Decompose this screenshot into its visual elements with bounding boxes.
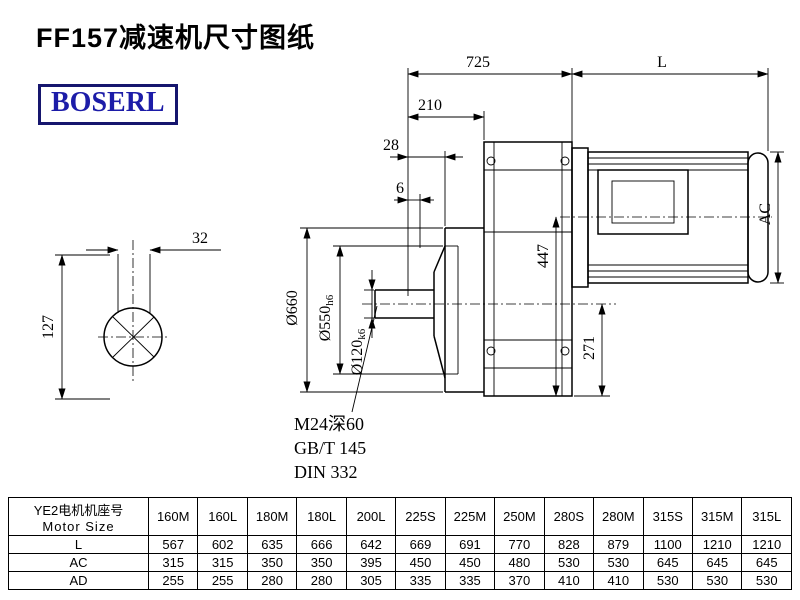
table-row-AD: AD 255 255 280 280 305 335 335 370 410 4… [8, 571, 792, 590]
column-header: 225M [444, 497, 496, 536]
table-header-en: Motor Size [42, 518, 115, 534]
table-cell: 480 [494, 553, 545, 572]
table-cell: 770 [494, 535, 545, 554]
table-corner-cell: YE2电机机座号 Motor Size [8, 497, 149, 536]
column-header: 315S [642, 497, 693, 536]
table-cell: 645 [642, 553, 693, 572]
dimensions: 725 L 210 28 6 AC 447 [284, 54, 784, 482]
tap-hole-note: M24深60 [294, 414, 364, 434]
table-cell: 305 [345, 571, 397, 590]
table-cell: 530 [691, 571, 743, 590]
row-label: AC [8, 553, 149, 572]
column-header: 250M [494, 497, 545, 536]
dim-6: 6 [396, 180, 404, 197]
table-cell: 450 [395, 553, 446, 572]
column-header: 180L [296, 497, 347, 536]
table-cell: 567 [147, 535, 199, 554]
dim-L: L [657, 54, 667, 71]
table-cell: 602 [197, 535, 248, 554]
dim-shaft-dia: Ø120k6 [349, 328, 368, 375]
page-title: FF157减速机尺寸图纸 [36, 23, 316, 53]
column-header: 315M [691, 497, 743, 536]
dim-127: 127 [40, 315, 57, 339]
table-cell: 635 [246, 535, 298, 554]
table-cell: 691 [444, 535, 496, 554]
table-cell: 666 [296, 535, 347, 554]
table-row-AC: AC 315 315 350 350 395 450 450 480 530 5… [8, 553, 792, 572]
column-header: 280M [593, 497, 644, 536]
boserl-logo: BOSERL [38, 84, 178, 125]
table-cell: 645 [741, 553, 792, 572]
dim-271: 271 [581, 336, 598, 360]
table-cell: 828 [543, 535, 595, 554]
table-cell: 280 [296, 571, 347, 590]
dim-32: 32 [192, 230, 208, 247]
table-cell: 335 [395, 571, 446, 590]
column-header: 180M [246, 497, 298, 536]
table-cell: 530 [593, 553, 644, 572]
dim-447: 447 [535, 244, 552, 268]
dim-725: 725 [466, 54, 490, 71]
table-cell: 530 [543, 553, 595, 572]
table-header-row: YE2电机机座号 Motor Size 160M 160L 180M 180L … [8, 497, 792, 536]
table-cell: 255 [197, 571, 248, 590]
dim-flange-od: Ø660 [284, 290, 301, 326]
dim-210: 210 [418, 97, 442, 114]
standard-din: DIN 332 [294, 462, 358, 482]
motor-size-table: YE2电机机座号 Motor Size 160M 160L 180M 180L … [8, 497, 792, 590]
table-cell: 315 [147, 553, 199, 572]
motor [560, 147, 772, 288]
table-cell: 350 [296, 553, 347, 572]
table-cell: 255 [147, 571, 199, 590]
table-cell: 370 [494, 571, 545, 590]
column-header: 315L [741, 497, 792, 536]
table-cell: 530 [741, 571, 792, 590]
column-header: 160L [197, 497, 248, 536]
table-header-cn: YE2电机机座号 [33, 502, 124, 518]
table-cell: 315 [197, 553, 248, 572]
table-cell: 530 [642, 571, 693, 590]
dim-28: 28 [383, 137, 399, 154]
table-cell: 350 [246, 553, 298, 572]
table-cell: 1210 [691, 535, 743, 554]
column-header: 225S [395, 497, 446, 536]
table-cell: 410 [593, 571, 644, 590]
table-cell: 1210 [741, 535, 792, 554]
table-row-L: L 567 602 635 666 642 669 691 770 828 87… [8, 535, 792, 554]
table-cell: 879 [593, 535, 644, 554]
table-cell: 335 [444, 571, 496, 590]
gearbox-dimension-drawing: 32 127 [40, 54, 784, 482]
table-cell: 645 [691, 553, 743, 572]
column-header: 280S [543, 497, 595, 536]
table-cell: 450 [444, 553, 496, 572]
shaft-end-view: 32 127 [40, 230, 221, 400]
row-label: AD [8, 571, 149, 590]
boserl-logo-text: BOSERL [51, 87, 165, 118]
standard-gbt: GB/T 145 [294, 438, 366, 458]
table-cell: 410 [543, 571, 595, 590]
table-cell: 280 [246, 571, 298, 590]
table-cell: 642 [345, 535, 397, 554]
row-label: L [8, 535, 149, 554]
dim-spigot: Ø550h6 [317, 294, 336, 341]
table-cell: 669 [395, 535, 446, 554]
dim-AC: AC [757, 203, 774, 225]
column-header: 160M [147, 497, 199, 536]
fan-cowl [747, 152, 769, 283]
table-cell: 395 [345, 553, 397, 572]
table-cell: 1100 [642, 535, 693, 554]
column-header: 200L [345, 497, 397, 536]
